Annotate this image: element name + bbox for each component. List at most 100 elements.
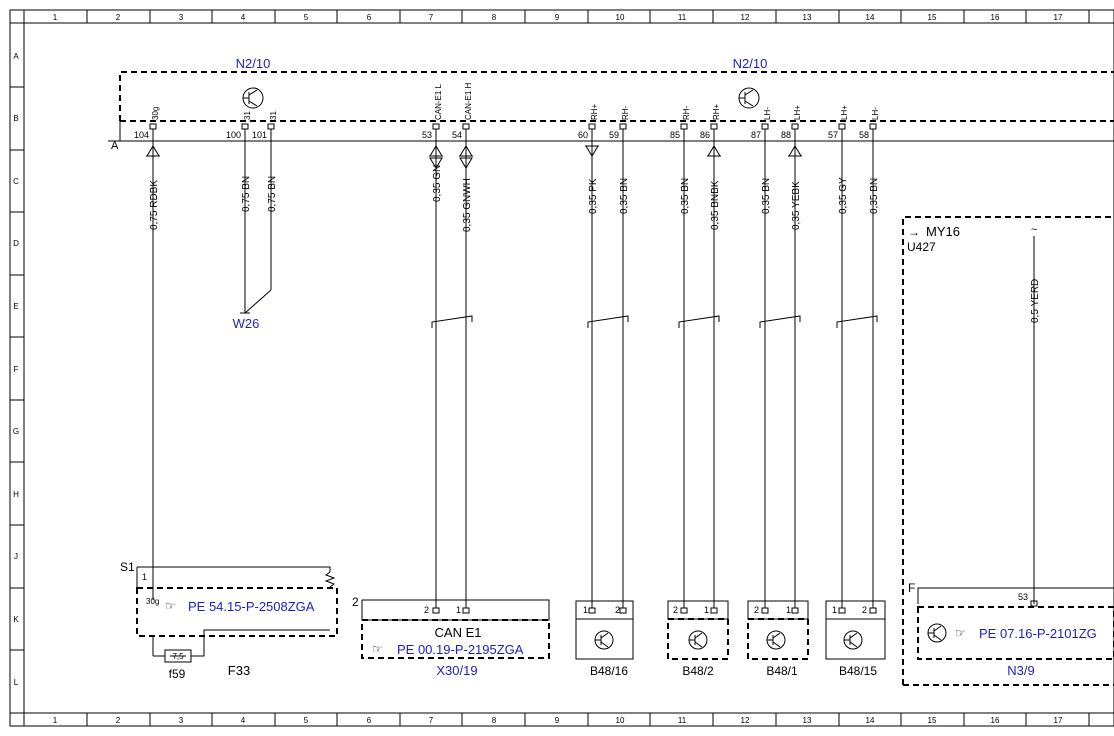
grid-column-label: 4 <box>241 716 246 725</box>
grid-column-label: 11 <box>678 716 687 725</box>
wire-label: 0,35 PK <box>588 178 599 214</box>
grid-column-label: 17 <box>1054 716 1063 725</box>
twisted-pair-marks <box>431 315 878 328</box>
sensor-label: B48/2 <box>682 664 714 678</box>
grid-column-label: 8 <box>492 13 497 22</box>
grid-column-label: 6 <box>367 716 372 725</box>
wire-label: 0,35 BNBK <box>710 180 721 230</box>
module-n3-9-label: N3/9 <box>1007 663 1034 678</box>
pin-label: 2 <box>754 605 759 615</box>
pin-number: 100 <box>226 130 241 140</box>
grid-column-label: 15 <box>928 716 937 725</box>
pin-terminal <box>869 123 877 130</box>
option-u427-code: U427 <box>907 240 936 254</box>
transistor-icon <box>688 630 708 650</box>
sensor-b48-2: 2 1 B48/2 <box>667 600 729 678</box>
ground-w26-label: W26 <box>233 316 260 331</box>
pin-label: 1 <box>786 605 791 615</box>
pin-number: 87 <box>751 130 761 140</box>
grid-column-label: 5 <box>304 716 309 725</box>
sensor-b48-1: 2 1 B48/1 <box>747 600 809 678</box>
pin-number: 88 <box>781 130 791 140</box>
row-marker-a: A <box>111 140 119 152</box>
grid-column-label: 2 <box>116 716 121 725</box>
grid-column-label: 16 <box>991 716 1000 725</box>
fuse-box-f33 <box>136 587 338 637</box>
pin-signal-label: LH- <box>763 107 772 120</box>
sensor-b48-15: 1 2 B48/15 <box>825 600 886 678</box>
pin-signal-label: LH+ <box>840 105 849 120</box>
pin-number: 53 <box>422 130 432 140</box>
grid-column-label: 14 <box>866 716 875 725</box>
pin-terminal <box>588 607 596 614</box>
fuse-f59-label: f59 <box>169 667 186 681</box>
grid-row-label: G <box>13 427 19 436</box>
pin-terminal <box>710 123 718 130</box>
can-e1-title: CAN E1 <box>435 625 482 640</box>
pin-terminal <box>710 607 718 614</box>
can-e1-box <box>361 619 550 659</box>
pin-signal-label: RH- <box>682 105 691 120</box>
grid-row-label: F <box>14 365 19 374</box>
pin-terminal <box>432 607 440 614</box>
pin-label: 1 <box>583 605 588 615</box>
pin-terminal <box>761 123 769 130</box>
pin-terminal <box>619 607 627 614</box>
option-my16-title: MY16 <box>926 224 960 239</box>
wire-label: 0,75 BN <box>267 176 278 212</box>
module-label-left: N2/10 <box>236 56 271 71</box>
grid-column-label: 13 <box>803 716 812 725</box>
pin-number: 60 <box>578 130 588 140</box>
pin-label: 1 <box>704 605 709 615</box>
grid-row-label: E <box>13 302 18 311</box>
can-number: 2 <box>352 595 359 609</box>
wire-break-mark: ~ <box>1031 224 1037 236</box>
grid-column-label: 11 <box>678 13 687 22</box>
grid-column-label: 7 <box>429 716 434 725</box>
pin-terminal <box>838 123 846 130</box>
pin-label: 2 <box>862 605 867 615</box>
pin-signal-label: 31 <box>243 111 252 120</box>
grid-column-label: 12 <box>741 716 750 725</box>
module-label-right: N2/10 <box>733 56 768 71</box>
grid-column-label: 3 <box>179 13 184 22</box>
grid-row-label: B <box>13 114 18 123</box>
pin-signal-label: RH+ <box>590 103 599 120</box>
pin-signal-label: RH+ <box>712 103 721 120</box>
pin-terminal <box>267 123 275 130</box>
pin-terminal <box>869 607 877 614</box>
pin-signal-label: CAN-E1 L <box>434 83 443 120</box>
pin-terminal <box>241 123 249 130</box>
transistor-icon <box>242 87 264 109</box>
sensor-label: B48/1 <box>766 664 798 678</box>
pin-terminal <box>680 123 688 130</box>
transistor-icon <box>843 630 863 650</box>
reference-hand-icon: ☞ <box>372 642 383 656</box>
pin-number: 57 <box>828 130 838 140</box>
pin-label: 2 <box>673 605 678 615</box>
grid-row-label: J <box>14 552 18 561</box>
grid-row-label: A <box>13 52 19 61</box>
pin-label: 1 <box>832 605 837 615</box>
grid-column-label: 9 <box>555 716 560 725</box>
grid-column-label: 6 <box>367 13 372 22</box>
grid-column-label: 12 <box>741 13 750 22</box>
grid-column-label: 17 <box>1054 13 1063 22</box>
pin-signal-label: LH+ <box>793 105 802 120</box>
fuse-value: 7,5 <box>172 652 184 661</box>
wire-label: 0,35 BN <box>680 178 691 214</box>
grid-column-label: 3 <box>179 716 184 725</box>
pin-label: 2 <box>424 605 429 615</box>
arrow-down-icon <box>459 157 473 169</box>
pin-terminal <box>791 123 799 130</box>
sensor-b48-16: 1 2 B48/16 <box>575 600 634 678</box>
pin-number: 86 <box>700 130 710 140</box>
pin-terminal <box>588 123 596 130</box>
pin-terminal <box>619 123 627 130</box>
module-n3-9-box <box>917 606 1114 660</box>
pin-terminal <box>462 607 470 614</box>
grid-row-label: D <box>13 239 19 248</box>
